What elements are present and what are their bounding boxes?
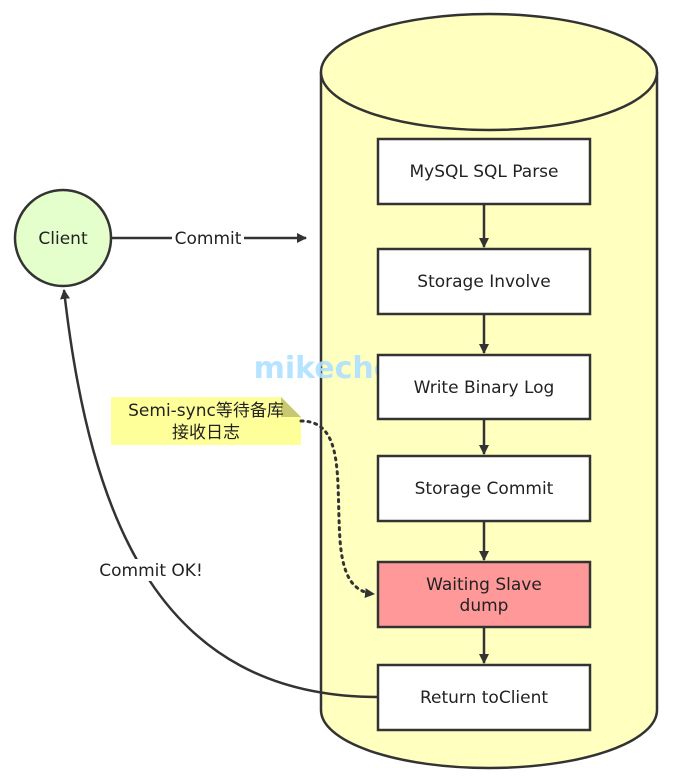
step-waiting-slave-dump: Waiting Slave dump [376, 560, 592, 629]
note-line-1: Semi-sync等待备库 [128, 401, 284, 421]
step-mysql-sql-parse: MySQL SQL Parse [376, 137, 592, 206]
cylinder-top [319, 12, 659, 132]
client-circle [13, 188, 113, 288]
note-dotted-connector [299, 419, 376, 599]
commit-edge: Commit [112, 227, 307, 249]
note-line-2: 接收日志 [172, 423, 240, 443]
commit-label-bg [172, 227, 244, 249]
step-box [376, 137, 592, 206]
commit-label: Commit [175, 229, 242, 249]
commit-ok-edge: Commit OK! [60, 289, 379, 699]
commit-ok-label-bg [96, 559, 206, 581]
note-fold [281, 397, 301, 417]
semi-sync-note: Semi-sync等待备库 接收日志 [111, 397, 301, 445]
step-label: Waiting Slave [426, 575, 542, 595]
step-label: Return toClient [420, 688, 548, 708]
step-box [376, 353, 592, 421]
step-box-highlight [376, 560, 592, 629]
step-write-binary-log: Write Binary Log [376, 353, 592, 421]
step-label: Storage Commit [415, 479, 554, 499]
commit-ok-label: Commit OK! [99, 561, 203, 581]
step-box [376, 454, 592, 523]
client-label: Client [38, 229, 88, 249]
step-label: Storage Involve [417, 272, 550, 292]
step-box [376, 247, 592, 316]
step-label-line2: dump [460, 596, 509, 616]
step-label: Write Binary Log [414, 378, 555, 398]
step-storage-involve: Storage Involve [376, 247, 592, 316]
step-storage-commit: Storage Commit [376, 454, 592, 523]
note-shape [111, 397, 301, 445]
client-node: Client [13, 188, 113, 288]
step-box [376, 663, 592, 732]
step-return-to-client: Return toClient [376, 663, 592, 732]
step-label: MySQL SQL Parse [409, 162, 558, 182]
